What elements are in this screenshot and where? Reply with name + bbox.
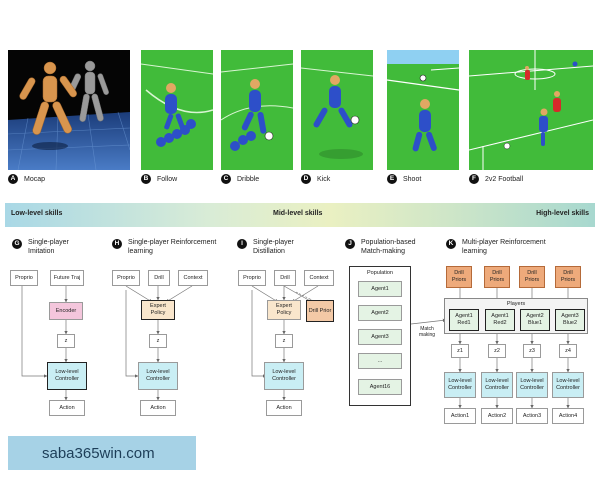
- panel-follow-image: [141, 50, 213, 170]
- caption-label: Mocap: [24, 175, 46, 183]
- panel-dribble-image: [221, 50, 293, 170]
- section-letter: I: [237, 239, 247, 249]
- panel-mocap-image: [8, 50, 130, 170]
- drill-prior-box: Drill Prior: [306, 300, 334, 322]
- high-level-skills-label: High-level skills: [536, 210, 589, 217]
- section-g-header: G Single-player Imitation: [12, 238, 92, 256]
- section-letter: H: [112, 239, 122, 249]
- action-output-box: Action3: [516, 408, 548, 424]
- drill-input-box: Drill: [274, 270, 296, 286]
- proprio-input-box: Proprio: [238, 270, 266, 286]
- latent-z-box: z3: [523, 344, 541, 358]
- panel-letter: F: [469, 174, 479, 184]
- panel-shoot-image: [387, 50, 459, 170]
- low-level-controller-box: Low-level Controller: [516, 372, 548, 398]
- skills-gradient-band: Low-level skills Mid-level skills High-l…: [5, 203, 595, 227]
- encoder-box: Encoder: [49, 302, 83, 320]
- panel-letter: C: [221, 174, 231, 184]
- low-level-skills-label: Low-level skills: [11, 210, 63, 217]
- panel-2v2-football-image: [469, 50, 593, 170]
- future-trajectory-box: Future Traj: [50, 270, 84, 286]
- mid-level-skills-label: Mid-level skills: [273, 210, 323, 217]
- caption-shoot: E Shoot: [387, 174, 421, 184]
- panel-letter: D: [301, 174, 311, 184]
- caption-label: 2v2 Football: [485, 175, 524, 183]
- caption-follow: B Follow: [141, 174, 177, 184]
- match-making-label: Match making: [418, 326, 436, 338]
- latent-z-box: z: [275, 334, 293, 348]
- action-output-box: Action1: [444, 408, 476, 424]
- proprio-input-box: Proprio: [112, 270, 140, 286]
- section-k-header: K Multi-player Reinforcement learning: [446, 238, 556, 256]
- drill-priors-box: Drill Priors: [484, 266, 510, 288]
- players-label: Players: [506, 301, 526, 307]
- section-title: Single-player Imitation: [28, 239, 69, 255]
- players-container: Players Agent1 Red1 Agent1 Red2 Agent2 B…: [444, 298, 588, 334]
- panel-kick-image: [301, 50, 373, 170]
- expert-policy-box: Expert Policy: [141, 300, 175, 320]
- latent-z-box: z4: [559, 344, 577, 358]
- context-input-box: Context: [178, 270, 208, 286]
- player-agent-box: Agent1 Red2: [485, 309, 515, 331]
- latent-z-box: z1: [451, 344, 469, 358]
- low-level-controller-box: Low-level Controller: [264, 362, 304, 390]
- caption-label: Dribble: [237, 175, 260, 183]
- section-h-header: H Single-player Reinforcement learning: [112, 238, 222, 256]
- drill-input-box: Drill: [148, 270, 170, 286]
- section-letter: J: [345, 239, 355, 249]
- caption-kick: D Kick: [301, 174, 330, 184]
- panel-letter: A: [8, 174, 18, 184]
- caption-dribble: C Dribble: [221, 174, 259, 184]
- action-output-box: Action: [49, 400, 85, 416]
- section-i-header: I Single-player Distillation: [237, 238, 317, 256]
- low-level-controller-box: Low-level Controller: [444, 372, 476, 398]
- population-label: Population: [367, 270, 393, 276]
- low-level-controller-box: Low-level Controller: [481, 372, 513, 398]
- caption-2v2-football: F 2v2 Football: [469, 174, 523, 184]
- proprio-input-box: Proprio: [10, 270, 38, 286]
- caption-label: Shoot: [403, 175, 422, 183]
- section-title: Population-based Match-making: [361, 239, 416, 255]
- watermark-banner[interactable]: saba365win.com: [8, 436, 196, 470]
- expert-policy-box: Expert Policy: [267, 300, 301, 320]
- panel-letter: B: [141, 174, 151, 184]
- drill-priors-box: Drill Priors: [555, 266, 581, 288]
- panel-letter: E: [387, 174, 397, 184]
- watermark-text[interactable]: saba365win.com: [42, 444, 155, 462]
- section-letter: K: [446, 239, 456, 249]
- section-title: Multi-player Reinforcement learning: [462, 239, 546, 255]
- caption-mocap: A Mocap: [8, 174, 45, 184]
- caption-label: Follow: [157, 175, 178, 183]
- agent-box: Agent1: [358, 281, 402, 297]
- caption-label: Kick: [317, 175, 331, 183]
- player-agent-box: Agent3 Blue2: [555, 309, 585, 331]
- agent-box: Agent3: [358, 329, 402, 345]
- player-agent-box: Agent2 Blue1: [520, 309, 550, 331]
- agent-ellipsis-box: ...: [358, 353, 402, 369]
- drill-priors-box: Drill Priors: [519, 266, 545, 288]
- action-output-box: Action2: [481, 408, 513, 424]
- action-output-box: Action: [140, 400, 176, 416]
- agent-box: Agent2: [358, 305, 402, 321]
- latent-z-box: z: [57, 334, 75, 348]
- population-container: Population Agent1 Agent2 Agent3 ... Agen…: [349, 266, 411, 406]
- context-input-box: Context: [304, 270, 334, 286]
- section-title: Single-player Reinforcement learning: [128, 239, 217, 255]
- latent-z-box: z2: [488, 344, 506, 358]
- section-j-header: J Population-based Match-making: [345, 238, 435, 256]
- section-letter: G: [12, 239, 22, 249]
- low-level-controller-box: Low-level Controller: [138, 362, 178, 390]
- drill-priors-box: Drill Priors: [446, 266, 472, 288]
- section-title: Single-player Distillation: [253, 239, 294, 255]
- latent-z-box: z: [149, 334, 167, 348]
- action-output-box: Action4: [552, 408, 584, 424]
- action-output-box: Action: [266, 400, 302, 416]
- agent-box: Agent16: [358, 379, 402, 395]
- low-level-controller-box: Low-level Controller: [552, 372, 584, 398]
- player-agent-box: Agent1 Red1: [449, 309, 479, 331]
- low-level-controller-box: Low-level Controller: [47, 362, 87, 390]
